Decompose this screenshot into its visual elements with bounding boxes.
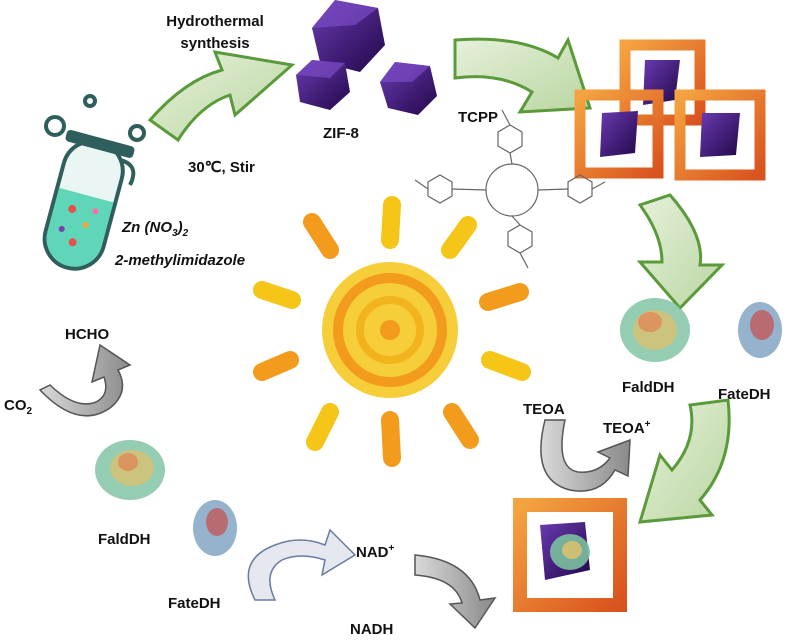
label-teoa: TEOA <box>523 401 565 418</box>
green-arrow-2 <box>453 36 593 114</box>
bubble-icon <box>83 94 97 108</box>
green-arrow-4 <box>637 398 731 524</box>
label-tcpp: TCPP <box>458 109 499 126</box>
green-arrow-3 <box>636 193 726 311</box>
label-methylimidazole: 2-methylimidazole <box>115 252 246 269</box>
label-fatedh-left: FateDH <box>168 595 221 612</box>
zn-close: ) <box>177 219 183 236</box>
mof-cage-icon <box>574 39 766 181</box>
label-conditions: 30℃, Stir <box>188 159 255 176</box>
tcpp-molecule-icon <box>414 109 606 269</box>
label-co2: CO2 <box>4 398 32 417</box>
label-hcho: HCHO <box>65 326 110 343</box>
bubble-icon <box>44 115 66 137</box>
co2-sub: 2 <box>26 406 33 417</box>
label-nadh: NADH <box>350 621 394 638</box>
label-nad-plus: NAD+ <box>356 543 395 561</box>
label-falddh-right: FaldDH <box>622 379 675 396</box>
label-hydrothermal: Hydrothermal <box>166 13 264 30</box>
sun-icon <box>253 196 531 467</box>
cycle-arrow-icon <box>38 343 132 417</box>
teoa-plus-sup: + <box>644 419 651 430</box>
test-tube-icon <box>42 94 146 271</box>
zn-sub: 3 <box>172 228 178 239</box>
co2-base: CO <box>4 397 27 414</box>
green-arrow-1 <box>147 50 296 143</box>
enzyme-icon <box>95 440 237 556</box>
label-zn-nitrate: Zn (NO3)2 <box>122 220 188 239</box>
label-zif8: ZIF-8 <box>323 125 359 142</box>
label-teoa-plus: TEOA+ <box>603 419 651 437</box>
label-falddh-left: FaldDH <box>98 531 151 548</box>
zn-sub2: 2 <box>182 228 189 239</box>
cycle-arrow-icon <box>414 554 497 630</box>
zn-base: Zn (NO <box>122 219 172 236</box>
cycle-arrow-icon <box>540 419 631 492</box>
mof-cage-icon <box>513 498 627 612</box>
bubble-icon <box>128 124 146 142</box>
label-fatedh-right: FateDH <box>718 386 771 403</box>
teoa-plus-base: TEOA <box>603 420 645 437</box>
enzyme-icon <box>620 298 782 362</box>
zif8-crystal-icon <box>296 0 437 115</box>
cycle-arrow-icon <box>247 528 357 601</box>
label-synthesis: synthesis <box>180 35 250 52</box>
nad-sup: + <box>388 543 395 554</box>
nad-base: NAD <box>356 544 389 561</box>
